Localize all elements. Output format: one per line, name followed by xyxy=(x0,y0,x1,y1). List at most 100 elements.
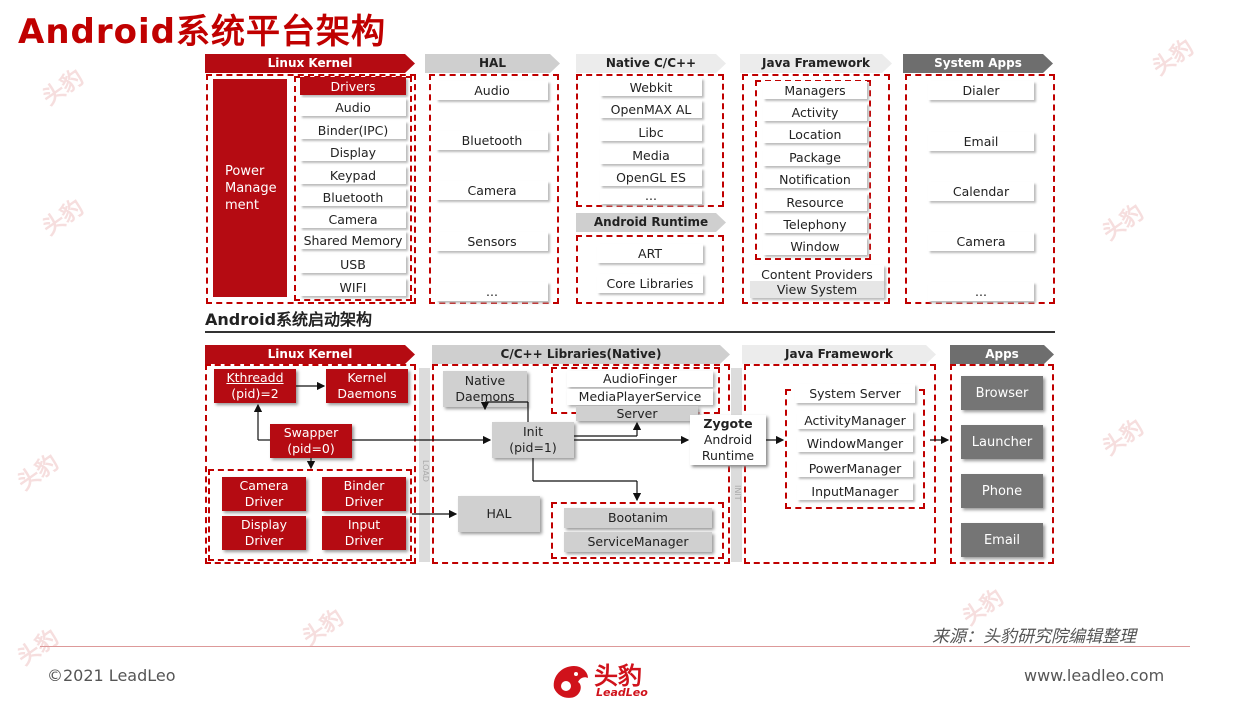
input-driver-box: Input Driver xyxy=(322,516,406,550)
java-item: Managers xyxy=(763,81,867,99)
java-item: Activity xyxy=(763,103,867,121)
boot-services-group xyxy=(551,502,724,559)
swapper-box: Swapper (pid=0) xyxy=(270,424,352,458)
binder-driver-line1: Binder xyxy=(343,478,385,493)
app-phone: Phone xyxy=(961,474,1043,508)
hal-header: HAL xyxy=(425,54,560,73)
page-title: Android系统平台架构 xyxy=(18,12,386,52)
zygote-line2: Android xyxy=(703,432,753,447)
boot-apps-group xyxy=(950,364,1054,564)
driver-item: Camera xyxy=(300,210,406,228)
section-subtitle: Android系统启动架构 xyxy=(205,310,373,329)
swapper-pid: (pid=0) xyxy=(287,441,335,456)
manager-item: ActivityManager xyxy=(797,411,913,429)
init-separator xyxy=(731,368,742,562)
display-driver-box: Display Driver xyxy=(222,516,306,550)
runtime-item: Core Libraries xyxy=(597,274,703,293)
binder-driver-box: Binder Driver xyxy=(322,477,406,511)
native-item: Libc xyxy=(600,123,702,141)
camera-driver-line1: Camera xyxy=(239,478,289,493)
driver-item: Audio xyxy=(300,98,406,116)
native-header: Native C/C++ xyxy=(576,54,726,73)
logo-cn-text: 头豹 xyxy=(594,662,642,690)
native-daemons-line2: Daemons xyxy=(455,389,515,404)
kernel-daemons-line1: Kernel xyxy=(347,370,387,385)
kthreadd-label: Kthreadd xyxy=(226,370,284,385)
manager-item: WindowManger xyxy=(797,434,913,452)
input-driver-line1: Input xyxy=(347,517,381,532)
power-management-box: Power Manage ment xyxy=(213,79,287,297)
driver-item: Bluetooth xyxy=(300,188,406,206)
init-label: Init xyxy=(523,424,543,439)
linux-kernel-group xyxy=(206,74,416,304)
display-driver-line2: Driver xyxy=(244,533,284,548)
system-server-box: System Server xyxy=(795,384,915,403)
boot-linux-header: Linux Kernel xyxy=(205,345,415,364)
camera-driver-line2: Driver xyxy=(244,494,284,509)
zygote-box: Zygote Android Runtime xyxy=(690,415,766,465)
kthreadd-pid: (pid)=2 xyxy=(231,386,279,401)
runtime-group xyxy=(576,235,724,304)
section-divider xyxy=(205,331,1055,333)
init-box: Init (pid=1) xyxy=(492,422,574,458)
java-item: Location xyxy=(763,125,867,143)
java-header: Java Framework xyxy=(740,54,892,73)
init-label: INIT xyxy=(733,485,742,501)
audio-finger-box: AudioFinger xyxy=(567,371,713,387)
display-driver-line1: Display xyxy=(240,517,288,532)
kernel-daemons-line2: Daemons xyxy=(337,386,397,401)
hal-group xyxy=(429,74,559,304)
hal-item: Camera xyxy=(436,181,548,200)
website-link[interactable]: www.leadleo.com xyxy=(1024,666,1165,685)
boot-java-header: Java Framework xyxy=(742,345,936,364)
zygote-line3: Runtime xyxy=(701,448,755,463)
init-pid: (pid=1) xyxy=(509,440,557,455)
media-player-service-box: MediaPlayerService xyxy=(567,389,713,405)
java-item: Telephony xyxy=(763,215,867,233)
manager-item: PowerManager xyxy=(797,459,913,477)
native-item: OpenGL ES xyxy=(600,168,702,186)
boot-native-header: C/C++ Libraries(Native) xyxy=(432,345,730,364)
hal-item: Sensors xyxy=(436,232,548,251)
driver-item: Drivers xyxy=(300,77,406,95)
hal-item: ... xyxy=(436,282,548,301)
driver-item: Shared Memory xyxy=(300,231,406,249)
boot-drivers-group xyxy=(208,469,412,561)
view-system: View System xyxy=(750,281,884,298)
manager-item: InputManager xyxy=(797,482,913,500)
server-box: Server xyxy=(576,406,698,421)
camera-driver-box: Camera Driver xyxy=(222,477,306,511)
app-browser: Browser xyxy=(961,376,1043,410)
native-group xyxy=(576,74,724,207)
runtime-item: ART xyxy=(597,244,703,263)
app-email: Email xyxy=(961,523,1043,557)
load-separator xyxy=(419,368,430,562)
power-line-1: Power xyxy=(225,163,265,179)
native-item: OpenMAX AL xyxy=(600,100,702,118)
native-daemons-line1: Native xyxy=(464,373,506,388)
service-manager-box: ServiceManager xyxy=(564,532,712,552)
driver-item: WIFI xyxy=(300,278,406,296)
app-item: Email xyxy=(928,132,1034,151)
power-line-3: ment xyxy=(225,197,259,213)
native-item: Webkit xyxy=(600,78,702,96)
leopard-icon xyxy=(553,666,588,698)
boot-apps-header: Apps xyxy=(950,345,1054,364)
system-apps-group xyxy=(905,74,1055,304)
content-providers: Content Providers xyxy=(750,265,884,283)
logo-en-text: LeadLeo xyxy=(596,686,648,699)
hal-item: Audio xyxy=(436,81,548,100)
app-item: Camera xyxy=(928,232,1034,251)
power-line-2: Manage xyxy=(225,180,277,196)
source-note: 来源：头豹研究院编辑整理 xyxy=(932,627,1136,647)
app-launcher: Launcher xyxy=(961,425,1043,459)
load-label: LOAD xyxy=(421,460,430,482)
boot-linux-group xyxy=(205,364,416,564)
app-item: Calendar xyxy=(928,182,1034,201)
java-item: Window xyxy=(763,237,867,255)
app-item: ... xyxy=(928,282,1034,301)
bootanim-box: Bootanim xyxy=(564,508,712,528)
system-apps-header: System Apps xyxy=(903,54,1053,73)
hal-box: HAL xyxy=(458,496,540,532)
